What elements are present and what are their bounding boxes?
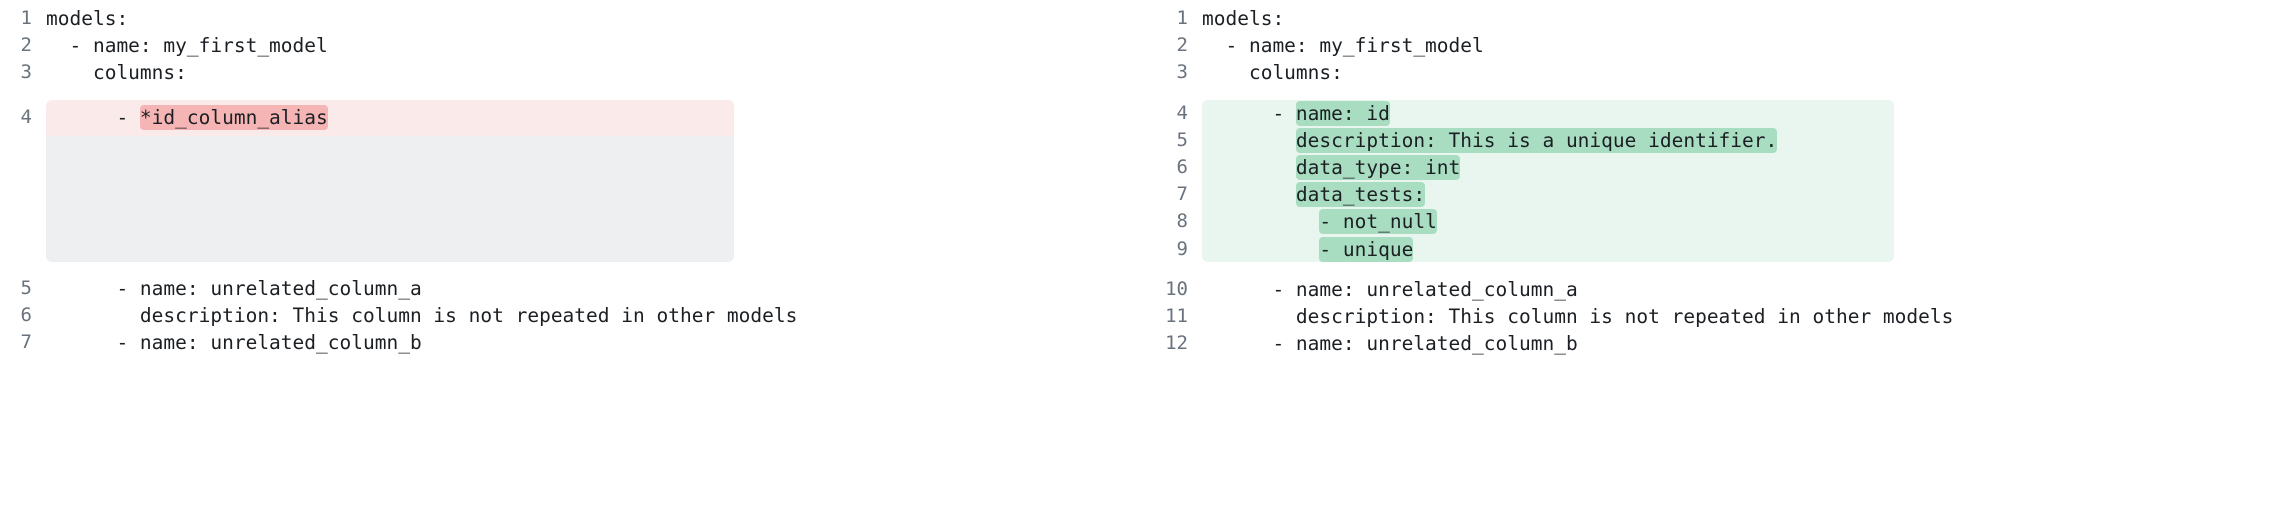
code-line-added[interactable]: 6 data_type: int	[1140, 154, 2278, 181]
code-line[interactable]: 2 - name: my_first_model	[0, 32, 1140, 59]
added-token: data_type: int	[1295, 154, 1461, 180]
line-content: data_tests:	[1202, 181, 1426, 208]
code-line-added[interactable]: 7 data_tests:	[1140, 181, 2278, 208]
line-number: 1	[1176, 7, 1188, 29]
line-content: - not_null	[1202, 208, 1437, 235]
line-content: - name: my_first_model	[1202, 34, 1484, 58]
line-number: 7	[20, 330, 32, 353]
line-content: columns:	[46, 61, 187, 85]
diff-pane-after: 1 models: 2 - name: my_first_model 3 col…	[1140, 0, 2278, 528]
line-number: 11	[1165, 304, 1188, 327]
line-gap	[0, 262, 1140, 275]
line-content: description: This is a unique identifier…	[1202, 127, 1778, 154]
line-content: - name: id	[1202, 100, 1390, 126]
line-content: description: This column is not repeated…	[1202, 304, 1954, 328]
line-number: 9	[1176, 237, 1188, 260]
code-line-added[interactable]: 5 description: This is a unique identifi…	[1140, 127, 2278, 154]
code-line-added[interactable]: 9 - unique	[1140, 236, 2278, 263]
line-content: description: This column is not repeated…	[46, 303, 798, 327]
line-number: 12	[1165, 332, 1188, 355]
line-number: 5	[1176, 128, 1188, 151]
line-gap	[1140, 87, 2278, 100]
line-content: models:	[1202, 7, 1285, 30]
code-line[interactable]: 2 - name: my_first_model	[1140, 32, 2278, 59]
code-line[interactable]: 3 columns:	[1140, 59, 2278, 86]
line-number: 7	[1176, 183, 1188, 206]
line-number: 2	[1176, 34, 1188, 57]
added-token: data_tests:	[1295, 182, 1426, 208]
line-content: columns:	[1202, 61, 1343, 85]
code-line-added[interactable]: 8 - not_null	[1140, 208, 2278, 235]
code-line[interactable]: 6 description: This column is not repeat…	[0, 302, 1140, 329]
line-content: models:	[46, 7, 129, 30]
line-number: 3	[20, 61, 32, 84]
line-content: - name: unrelated_column_a	[46, 276, 422, 300]
code-line[interactable]: 10 - name: unrelated_column_a	[1140, 276, 2278, 303]
code-line-deleted[interactable]: 4 - *id_column_alias	[0, 100, 1140, 136]
line-number: 4	[1176, 101, 1188, 124]
code-line[interactable]: 3 columns:	[0, 59, 1140, 86]
line-number: 6	[1176, 155, 1188, 178]
line-content: - name: unrelated_column_b	[1202, 332, 1578, 356]
line-number: 8	[1176, 210, 1188, 233]
line-content: - name: unrelated_column_b	[46, 330, 422, 354]
line-number: 3	[1176, 61, 1188, 84]
added-token: description: This is a unique identifier…	[1295, 127, 1778, 153]
line-number: 1	[20, 7, 32, 29]
line-content: data_type: int	[1202, 154, 1461, 181]
code-line-added[interactable]: 4 - name: id	[1140, 100, 2278, 127]
line-number: 6	[20, 303, 32, 326]
line-number: 10	[1165, 277, 1188, 300]
added-token: - not_null	[1319, 209, 1437, 235]
line-gap	[1140, 263, 2278, 276]
line-number: 5	[20, 276, 32, 299]
code-line[interactable]: 12 - name: unrelated_column_b	[1140, 330, 2278, 357]
code-block-before[interactable]: 1 models: 2 - name: my_first_model 3 col…	[0, 5, 1140, 356]
line-number: 2	[20, 34, 32, 57]
line-content: - name: my_first_model	[46, 34, 328, 58]
code-line[interactable]: 7 - name: unrelated_column_b	[0, 329, 1140, 356]
line-content: - unique	[1202, 236, 1414, 263]
line-content: - name: unrelated_column_a	[1202, 277, 1578, 301]
deleted-token: *id_column_alias	[139, 104, 328, 130]
diff-pane-before: 1 models: 2 - name: my_first_model 3 col…	[0, 5, 1140, 356]
code-line[interactable]: 5 - name: unrelated_column_a	[0, 275, 1140, 302]
code-line[interactable]: 11 description: This column is not repea…	[1140, 303, 2278, 330]
code-line[interactable]: 1 models:	[0, 5, 1140, 32]
placeholder-spacer	[0, 136, 1140, 262]
line-gap	[0, 87, 1140, 100]
line-number: 4	[20, 105, 32, 128]
code-block-after[interactable]: 1 models: 2 - name: my_first_model 3 col…	[1140, 5, 2278, 357]
line-content: - *id_column_alias	[46, 104, 328, 130]
added-token: name: id	[1295, 100, 1390, 126]
code-line[interactable]: 1 models:	[1140, 5, 2278, 32]
added-token: - unique	[1319, 236, 1414, 262]
